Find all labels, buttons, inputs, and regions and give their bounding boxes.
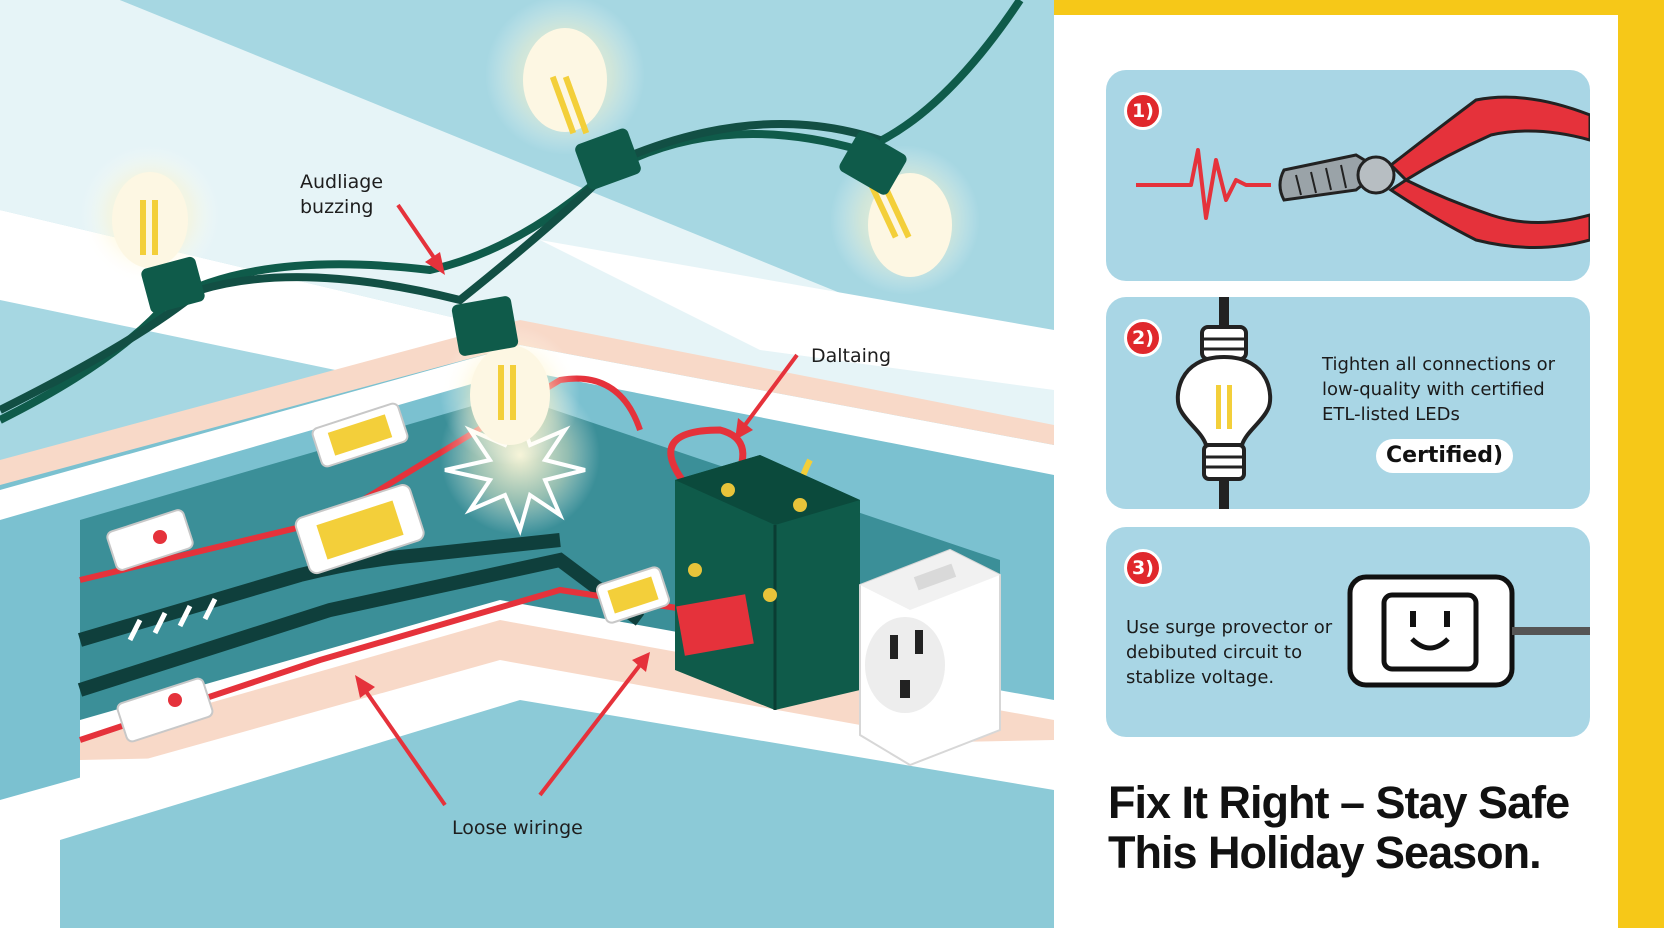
- step-2-illustration: [1175, 297, 1273, 509]
- headline: Fix It Right – Stay Safe This Holiday Se…: [1108, 777, 1570, 878]
- safety-steps-panel: 1) 2) Tighten all c: [1054, 0, 1664, 928]
- surge-protector-icon: [1347, 574, 1590, 688]
- step-2-badge: 2): [1124, 319, 1162, 357]
- wiring-illustration: [0, 0, 1054, 928]
- callout-dalting: Daltaing: [811, 345, 892, 367]
- step-card-2: 2) Tighten all connections or low-qualit…: [1106, 297, 1590, 509]
- step-card-3: 3) Use surge provector or debibuted circ…: [1106, 527, 1590, 737]
- voltage-wave-icon: [1136, 148, 1271, 220]
- accent-bar-right: [1618, 0, 1664, 928]
- step-3-text: Use surge provector or debibuted circuit…: [1126, 617, 1333, 688]
- step-1-badge: 1): [1124, 92, 1162, 130]
- step-3-badge: 3): [1124, 549, 1162, 587]
- certified-pill: Certified): [1376, 439, 1514, 473]
- step-3-illustration: [1347, 574, 1590, 688]
- led-bulb-icon: [1175, 297, 1273, 509]
- step-card-1: 1): [1106, 70, 1590, 281]
- step-1-illustration: [1136, 95, 1590, 249]
- callout-buzzing: Audliage buzzing: [300, 171, 384, 218]
- accent-bar-top: [1054, 0, 1664, 15]
- step-2-text: Tighten all connections or low-quality w…: [1322, 354, 1555, 425]
- callout-loose-wiring: Loose wiringe: [452, 817, 583, 839]
- pliers-icon: [1278, 95, 1590, 249]
